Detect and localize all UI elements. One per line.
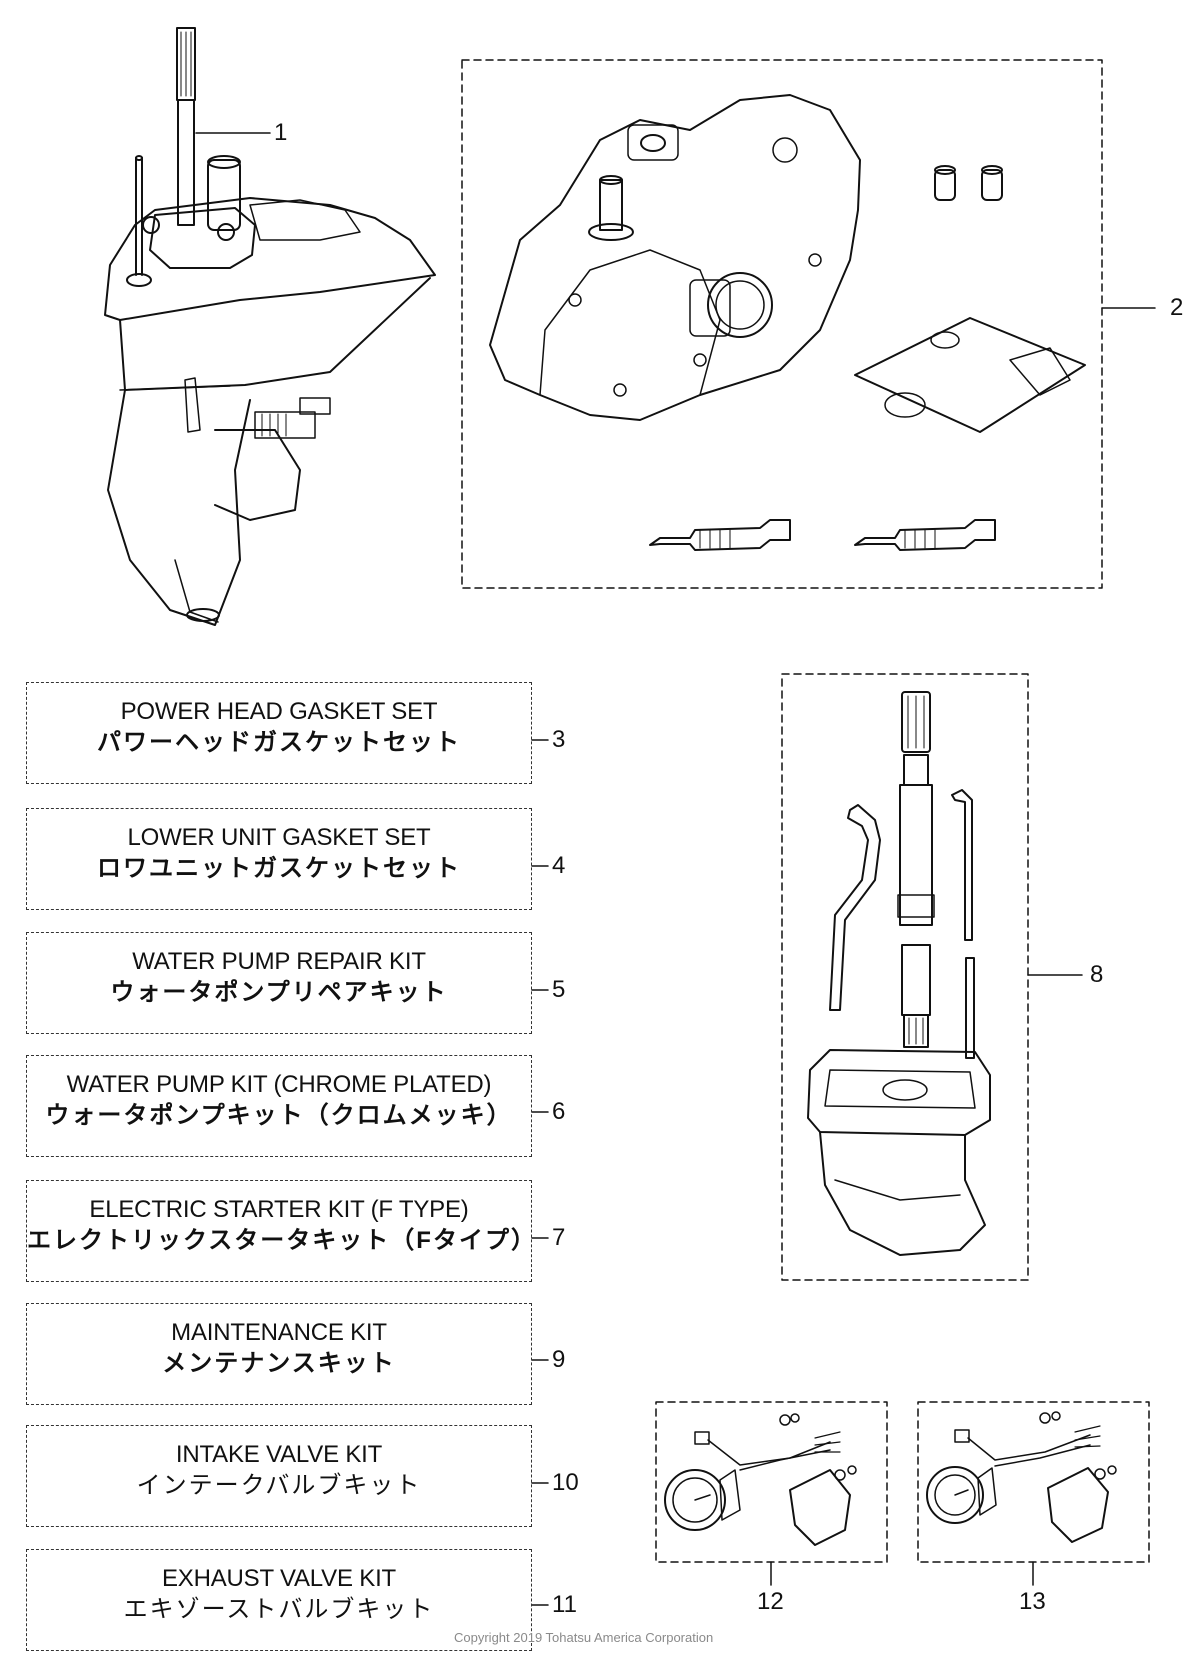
kit-name-en: WATER PUMP KIT (CHROME PLATED) xyxy=(66,1071,492,1098)
kit-name-jp: ロワユニットガスケットセット xyxy=(97,855,461,882)
kit-water-pump-kit-chrome: WATER PUMP KIT (CHROME PLATED) ウォータポンプキッ… xyxy=(26,1055,532,1157)
callout-13: 13 xyxy=(1019,1588,1046,1615)
callout-3: 3 xyxy=(552,726,566,753)
power-head-drawing xyxy=(489,94,1086,551)
tachometer-kit-box xyxy=(655,1401,888,1563)
callout-4: 4 xyxy=(552,852,566,879)
kit-name-en: POWER HEAD GASKET SET xyxy=(120,698,438,725)
kit-name-en: INTAKE VALVE KIT xyxy=(175,1441,383,1468)
kit-name-jp: パワーヘッドガスケットセット xyxy=(97,729,461,756)
drive-shaft-kit-box xyxy=(781,673,1029,1281)
kit-name-jp: エキゾーストバルブキット xyxy=(123,1596,435,1623)
kit-power-head-gasket-set: POWER HEAD GASKET SET パワーヘッドガスケットセット xyxy=(26,682,532,784)
kit-maintenance-kit: MAINTENANCE KIT メンテナンスキット xyxy=(26,1303,532,1405)
kit-name-jp: ウォータポンプリペアキット xyxy=(110,979,448,1006)
kit-name-en: LOWER UNIT GASKET SET xyxy=(127,824,431,851)
tachometer-kit-drawing xyxy=(664,1413,857,1546)
callout-11: 11 xyxy=(552,1591,577,1618)
kit-name-en: ELECTRIC STARTER KIT (F TYPE) xyxy=(89,1196,469,1223)
callout-6: 6 xyxy=(552,1098,566,1125)
callout-12: 12 xyxy=(757,1588,784,1615)
callout-5: 5 xyxy=(552,976,566,1003)
kit-water-pump-repair-kit: WATER PUMP REPAIR KIT ウォータポンプリペアキット xyxy=(26,932,532,1034)
kit-lower-unit-gasket-set: LOWER UNIT GASKET SET ロワユニットガスケットセット xyxy=(26,808,532,910)
kit-electric-starter-kit: ELECTRIC STARTER KIT (F TYPE) エレクトリックスター… xyxy=(26,1180,537,1282)
kit-name-en: WATER PUMP REPAIR KIT xyxy=(132,948,426,975)
callout-1: 1 xyxy=(274,119,288,146)
power-head-box xyxy=(461,59,1103,589)
kit-exhaust-valve-kit: EXHAUST VALVE KIT エキゾーストバルブキット xyxy=(26,1549,532,1651)
hour-meter-kit-box xyxy=(917,1401,1150,1563)
callout-2: 2 xyxy=(1170,294,1184,321)
kit-intake-valve-kit: INTAKE VALVE KIT インテークバルブキット xyxy=(26,1425,532,1527)
lower-unit-drawing xyxy=(104,27,436,626)
kit-name-jp: メンテナンスキット xyxy=(162,1350,396,1377)
callout-10: 10 xyxy=(552,1469,579,1496)
hour-meter-kit-drawing xyxy=(926,1411,1117,1543)
kit-name-jp: ウォータポンプキット（クロムメッキ） xyxy=(45,1102,513,1129)
callout-7: 7 xyxy=(552,1224,566,1251)
kit-name-en: MAINTENANCE KIT xyxy=(171,1319,387,1346)
callout-9: 9 xyxy=(552,1346,566,1373)
kit-name-jp: エレクトリックスタータキット（Fタイプ） xyxy=(27,1227,537,1254)
callout-8: 8 xyxy=(1090,961,1104,988)
kit-name-en: EXHAUST VALVE KIT xyxy=(161,1565,396,1592)
copyright-notice: Copyright 2019 Tohatsu America Corporati… xyxy=(454,1630,714,1645)
kit-name-jp: インテークバルブキット xyxy=(136,1472,422,1499)
drive-shaft-kit-drawing xyxy=(807,691,991,1256)
